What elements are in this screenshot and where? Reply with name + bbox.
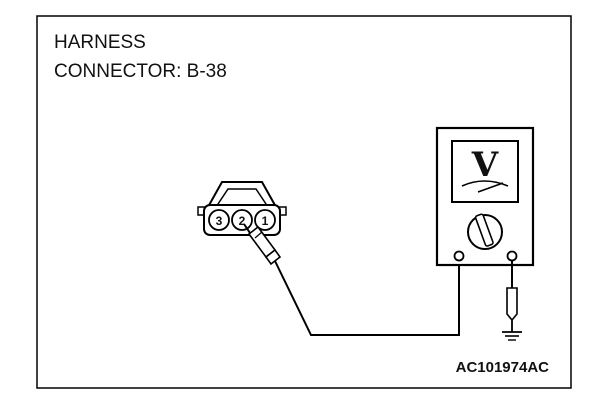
voltmeter: V: [435, 126, 535, 267]
meter-jack-left: [453, 250, 465, 262]
test-probe: [243, 223, 282, 266]
pin-cavity-2: [231, 209, 253, 231]
pin-label-1: 1: [262, 214, 269, 228]
pin-label-3: 3: [216, 214, 223, 228]
pin-label-2: 2: [239, 214, 246, 228]
figure-reference-code: AC101974AC: [456, 359, 550, 376]
ground-probe-body: [506, 287, 518, 322]
pin-cavity-3: [208, 209, 230, 231]
pin-cavity-1: [254, 209, 276, 231]
harness-connector: 3 2 1: [197, 181, 287, 236]
probe-grip-line: [254, 231, 263, 239]
ground-lead: [502, 260, 522, 341]
probe-handle-end: [264, 248, 282, 266]
connector-hood-inner: [215, 188, 269, 208]
connector-hood: [207, 181, 277, 208]
probe-lead-wire: [274, 259, 460, 336]
title-connector-id: CONNECTOR: B-38: [54, 61, 227, 82]
meter-jack-right: [506, 250, 518, 262]
title-harness: HARNESS: [54, 32, 146, 53]
meter-scale-arc: [461, 180, 509, 187]
meter-needle: [477, 182, 504, 193]
voltmeter-display: [451, 140, 519, 203]
selector-knob-pointer: [474, 213, 494, 247]
voltage-glyph: V: [471, 145, 499, 185]
